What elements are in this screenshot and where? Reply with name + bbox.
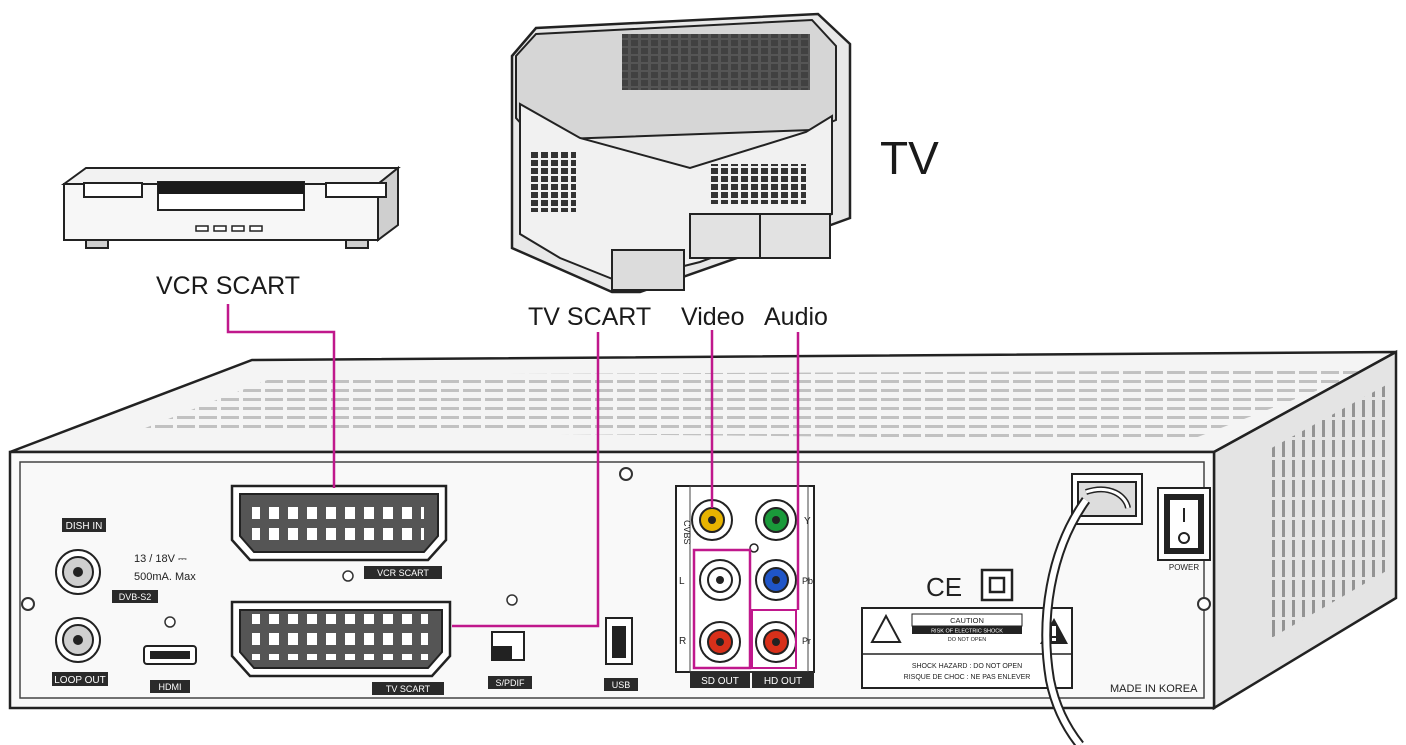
connection-lines — [226, 304, 800, 628]
hd-out-label: HD OUT — [764, 676, 802, 687]
tv-scart-title: TV SCART — [528, 303, 651, 331]
cvbs-label: CVBS — [682, 520, 692, 545]
caution-label: CAUTION RISK OF ELECTRIC SHOCK DO NOT OP… — [861, 607, 1073, 689]
tv-title: TV — [880, 132, 939, 184]
vcr-scart-line — [226, 304, 336, 488]
dish-in-label: DISH IN — [66, 521, 103, 532]
video-title: Video — [681, 303, 745, 331]
current-label: 500mA. Max — [134, 571, 196, 583]
hdmi-port: HDMI — [143, 645, 197, 693]
loop-out-label: LOOP OUT — [54, 675, 106, 686]
caution-title: CAUTION — [950, 616, 984, 625]
pr-label: Pr — [802, 636, 811, 646]
risk-label: RISK OF ELECTRIC SHOCK — [931, 629, 1003, 635]
spdif-port: S/PDIF — [488, 631, 532, 689]
power-label: POWER — [1169, 563, 1199, 572]
vcr-scart-panel-label: VCR SCART — [377, 568, 429, 578]
dvb-s2-label: DVB-S2 — [119, 592, 152, 602]
do-not-open-label: DO NOT OPEN — [948, 637, 986, 643]
vcr-device — [60, 165, 401, 249]
l-label: L — [679, 576, 685, 587]
sd-out-label: SD OUT — [701, 676, 739, 687]
rca-output-block: CVBS L R Y Pb Pr SD OUT HD OUT — [675, 485, 815, 688]
vcr-scart-port: VCR SCART — [230, 484, 448, 579]
risque-label: RISQUE DE CHOC : NE PAS ENLEVER — [904, 674, 1031, 681]
usb-port: USB — [604, 617, 638, 691]
double-insulation-icon — [980, 568, 1014, 602]
r-label: R — [679, 636, 686, 647]
tv-scart-port: TV SCART — [230, 600, 452, 695]
receiver-body — [8, 349, 1398, 711]
power-switch: POWER — [1157, 487, 1211, 572]
audio-title: Audio — [764, 303, 828, 331]
loop-out-port: LOOP OUT — [52, 617, 108, 686]
tv-device — [510, 12, 852, 294]
hdmi-label: HDMI — [159, 682, 182, 692]
tv-scart-line — [452, 332, 600, 628]
ce-mark: CE — [926, 572, 962, 602]
made-in-label: MADE IN KOREA — [1110, 683, 1198, 695]
shock-hazard-label: SHOCK HAZARD : DO NOT OPEN — [912, 663, 1022, 670]
voltage-label: 13 / 18V ⎓ — [134, 553, 187, 565]
spdif-label: S/PDIF — [495, 678, 525, 688]
tv-scart-panel-label: TV SCART — [386, 684, 431, 694]
y-label: Y — [804, 516, 811, 527]
dish-in-port: DISH IN — [55, 518, 106, 595]
usb-label: USB — [612, 680, 631, 690]
lightning-warning-icon — [870, 613, 902, 643]
vcr-scart-title: VCR SCART — [156, 272, 300, 300]
pb-label: Pb — [802, 576, 813, 586]
